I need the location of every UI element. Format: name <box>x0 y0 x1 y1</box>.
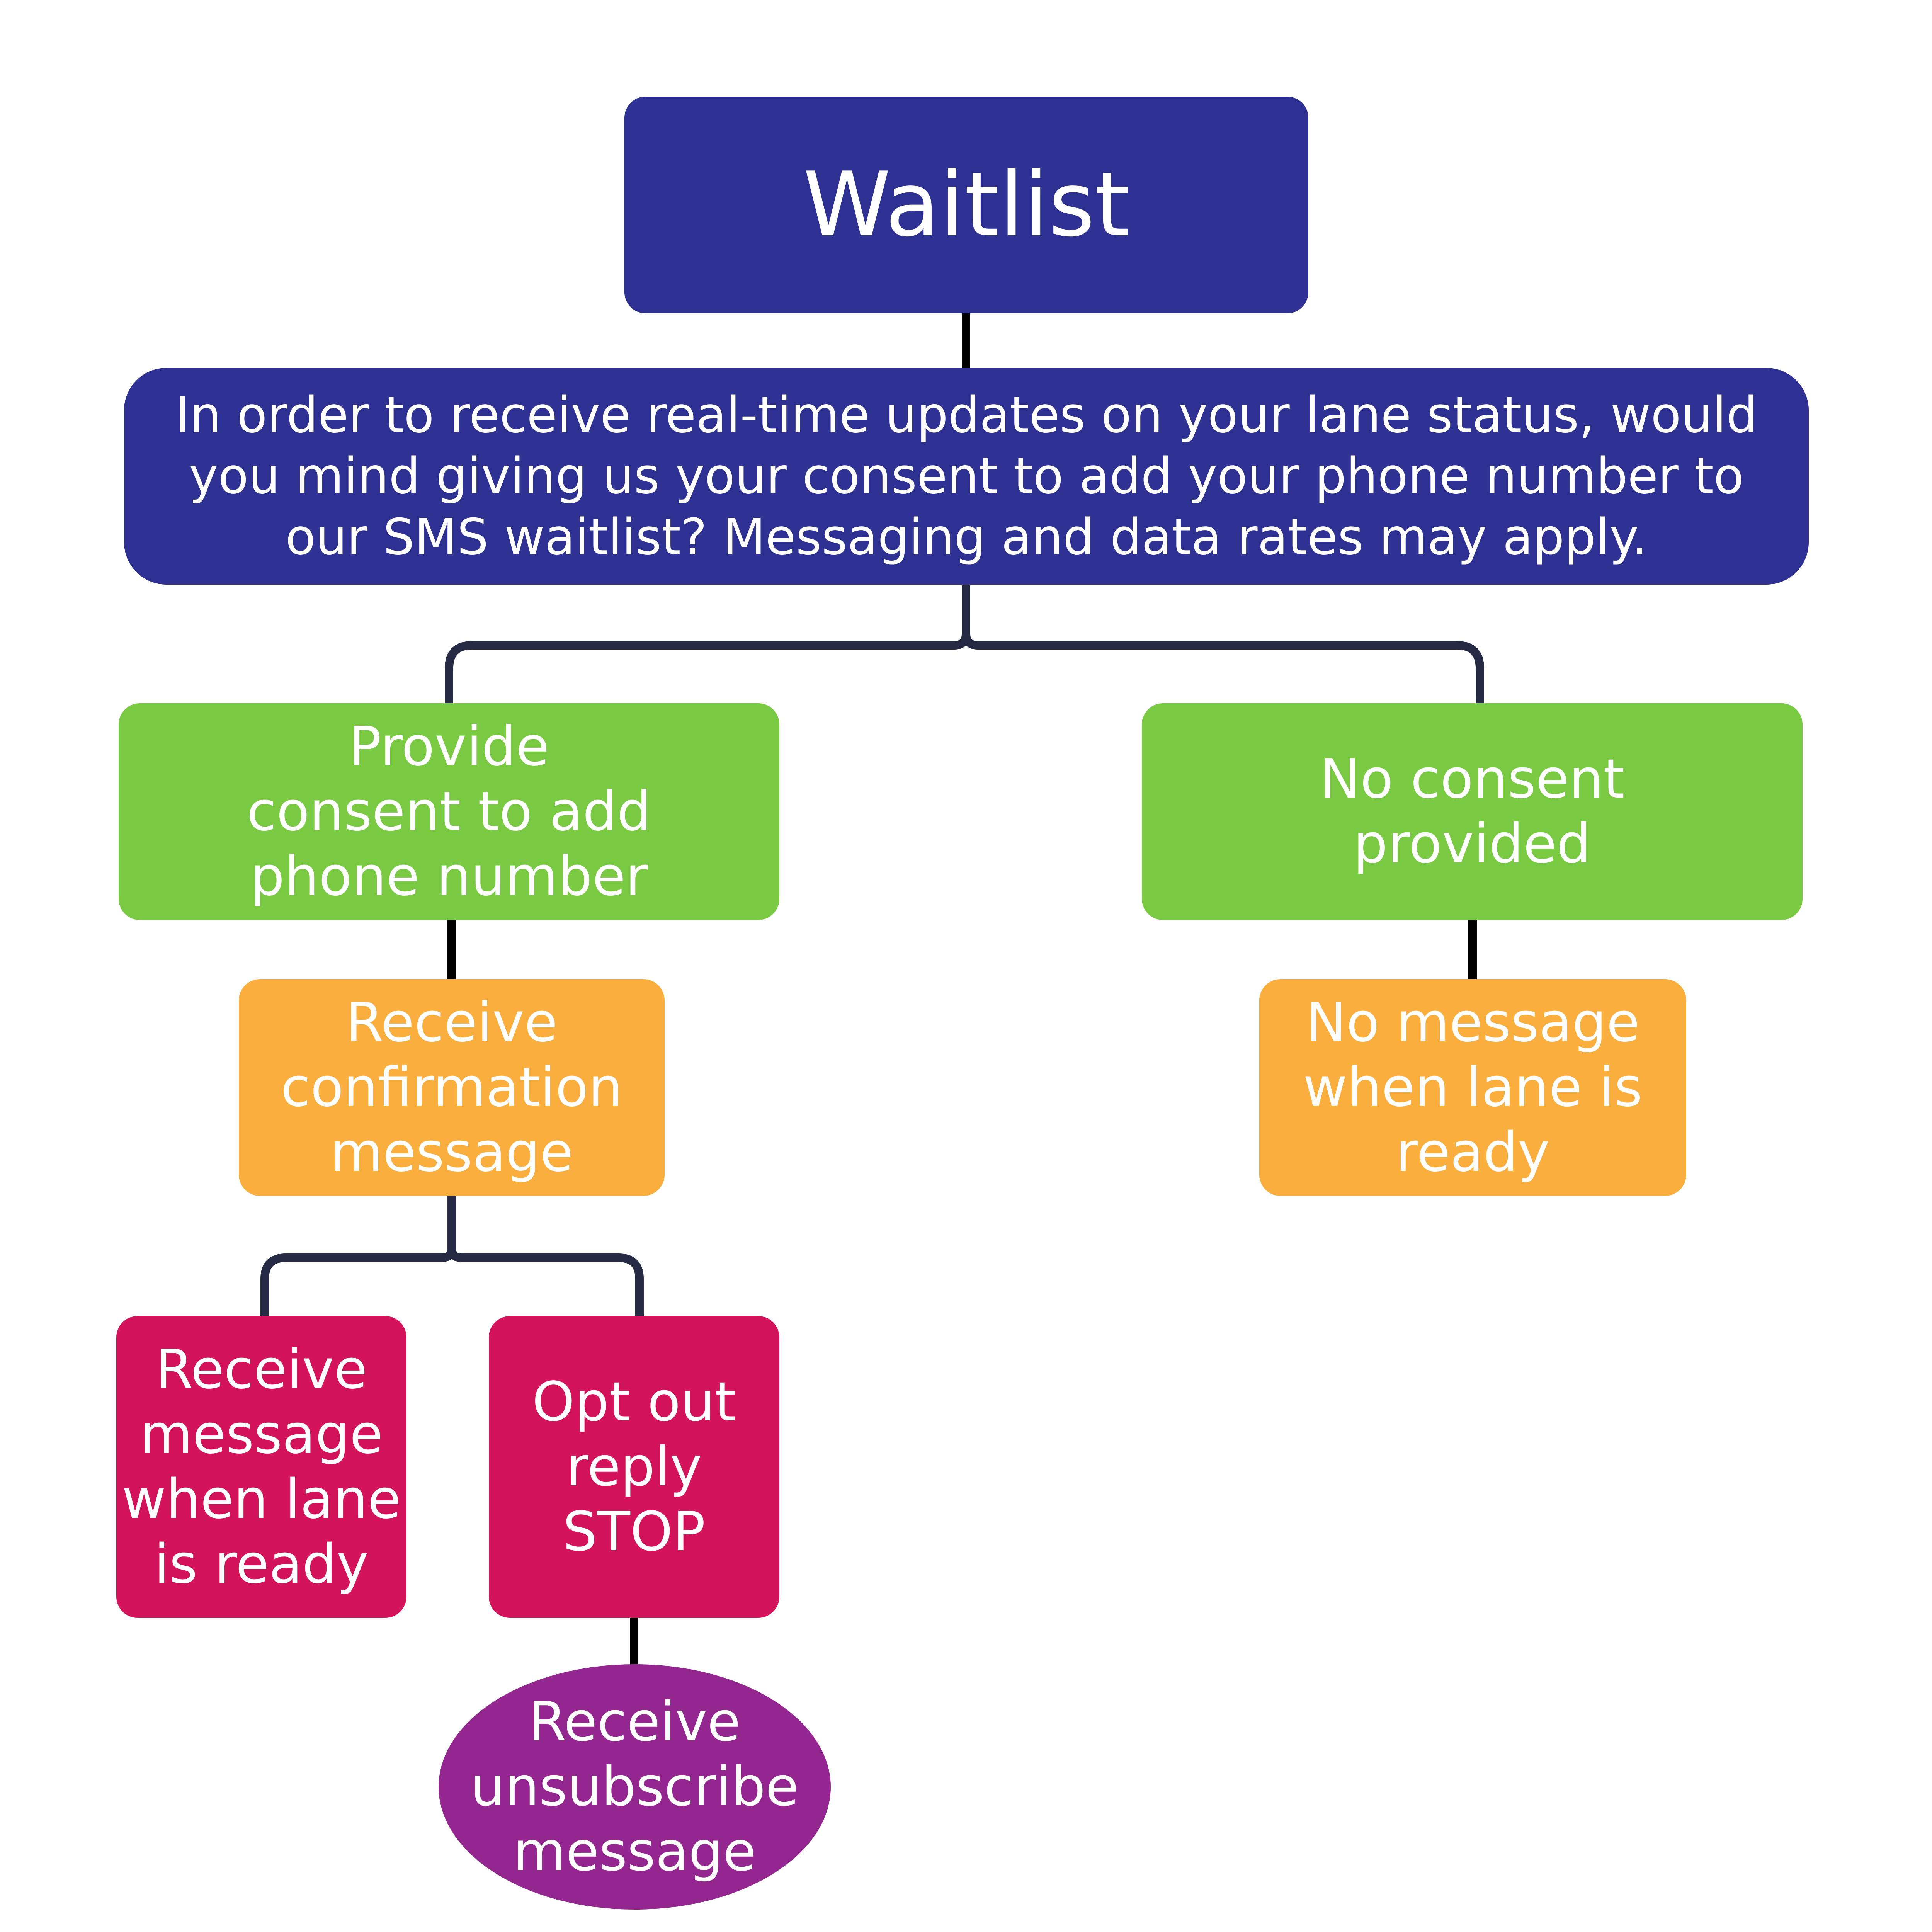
node-waitlist-title: Waitlist <box>624 97 1308 313</box>
node-provide-consent: Provide consent to add phone number <box>119 703 779 920</box>
edge-question-no-consent <box>962 633 1484 703</box>
edge-confirmation-optout <box>447 1248 644 1316</box>
node-label: Opt out reply STOP <box>532 1370 736 1563</box>
node-label: No consent provided <box>1320 747 1625 876</box>
node-no-consent: No consent provided <box>1142 703 1803 920</box>
edge-question-branch <box>445 585 970 703</box>
node-receive-confirmation: Receive confirmation message <box>239 979 665 1196</box>
node-label: Waitlist <box>803 153 1130 257</box>
node-consent-question: In order to receive real-time updates on… <box>124 368 1809 585</box>
node-label: Receive confirmation message <box>281 991 623 1184</box>
node-label: Receive unsubscribe message <box>470 1690 799 1883</box>
node-label: No message when lane is ready <box>1303 991 1643 1184</box>
node-opt-out: Opt out reply STOP <box>489 1316 779 1618</box>
node-label: Receive message when lane is ready <box>122 1338 401 1596</box>
node-unsubscribe-message: Receive unsubscribe message <box>439 1664 831 1910</box>
node-no-message: No message when lane is ready <box>1259 979 1686 1196</box>
node-lane-ready-message: Receive message when lane is ready <box>116 1316 406 1618</box>
node-label: Provide consent to add phone number <box>247 715 651 908</box>
node-label: In order to receive real-time updates on… <box>175 386 1758 566</box>
edge-confirmation-lane <box>260 1196 456 1316</box>
